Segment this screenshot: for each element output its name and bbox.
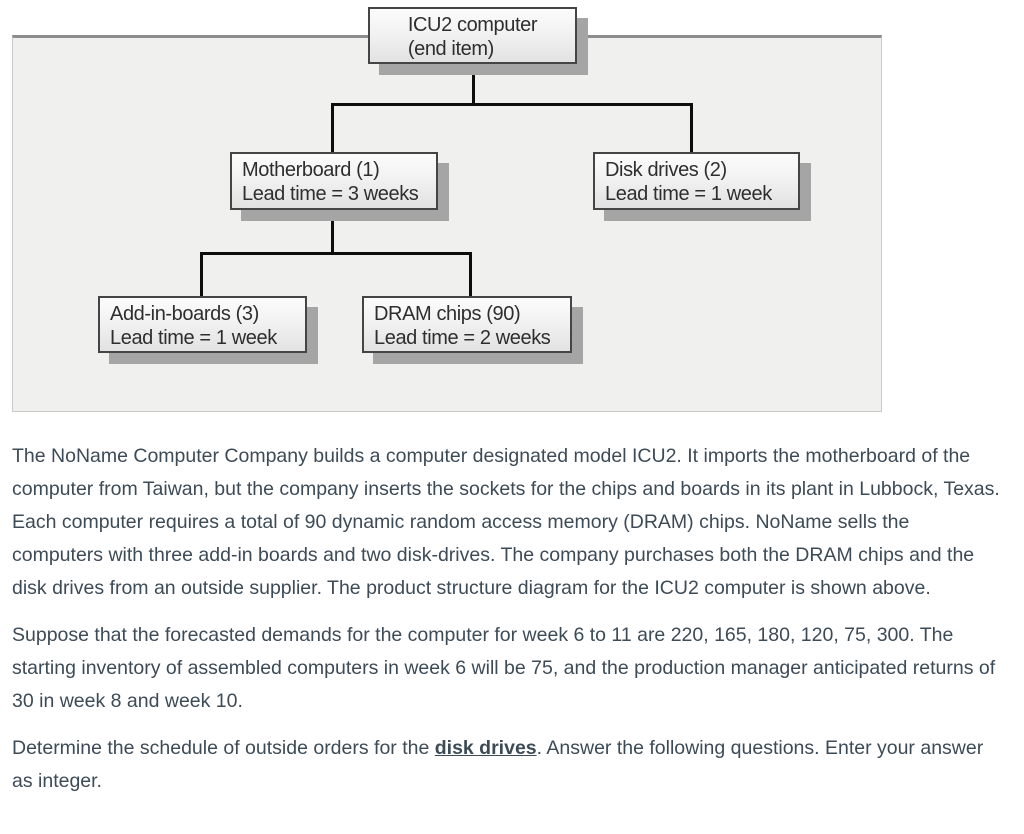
connector-to-dram-chips xyxy=(469,252,472,299)
node-motherboard: Motherboard (1) Lead time = 3 weeks xyxy=(230,152,438,210)
connector-motherboard-down xyxy=(331,208,334,255)
node-disk-drives-title: Disk drives (2) xyxy=(605,159,727,181)
node-motherboard-leadtime: Lead time = 3 weeks xyxy=(242,183,419,205)
node-dram-chips-title: DRAM chips (90) xyxy=(374,303,521,325)
node-disk-drives: Disk drives (2) Lead time = 1 week xyxy=(593,152,800,210)
node-add-in-boards-title: Add-in-boards (3) xyxy=(110,303,259,325)
node-dram-chips-leadtime: Lead time = 2 weeks xyxy=(374,327,551,349)
connector-icu2-down xyxy=(472,60,475,106)
node-add-in-boards-leadtime: Lead time = 1 week xyxy=(110,327,277,349)
paragraph-company-description: The NoName Computer Company builds a com… xyxy=(12,445,1000,599)
node-motherboard-title: Motherboard (1) xyxy=(242,159,380,181)
node-dram-chips: DRAM chips (90) Lead time = 2 weeks xyxy=(362,296,572,353)
node-icu2-title: ICU2 computer xyxy=(407,14,538,36)
node-icu2-subtitle: (end item) xyxy=(407,38,494,60)
node-add-in-boards: Add-in-boards (3) Lead time = 1 week xyxy=(98,296,307,353)
connector-to-add-in-boards xyxy=(200,252,203,299)
node-icu2-computer: ICU2 computer (end item) xyxy=(368,7,577,64)
connector-to-disk-drives xyxy=(690,103,693,155)
diagram-panel xyxy=(12,35,882,412)
connector-level2-horizontal xyxy=(200,252,472,255)
paragraph-demand-forecast: Suppose that the forecasted demands for … xyxy=(12,624,996,712)
product-structure-diagram: ICU2 computer (end item) Motherboard (1)… xyxy=(12,7,882,412)
node-disk-drives-leadtime: Lead time = 1 week xyxy=(605,183,772,205)
question-text-before: Determine the schedule of outside orders… xyxy=(12,737,435,759)
problem-text: The NoName Computer Company builds a com… xyxy=(12,440,1002,812)
connector-level1-horizontal xyxy=(331,103,693,106)
question-emphasis-disk-drives: disk drives xyxy=(434,737,537,759)
connector-to-motherboard xyxy=(331,103,334,155)
paragraph-question: Determine the schedule of outside orders… xyxy=(12,732,1002,798)
question-text-after: . Answer the following questions. Enter … xyxy=(12,737,984,792)
